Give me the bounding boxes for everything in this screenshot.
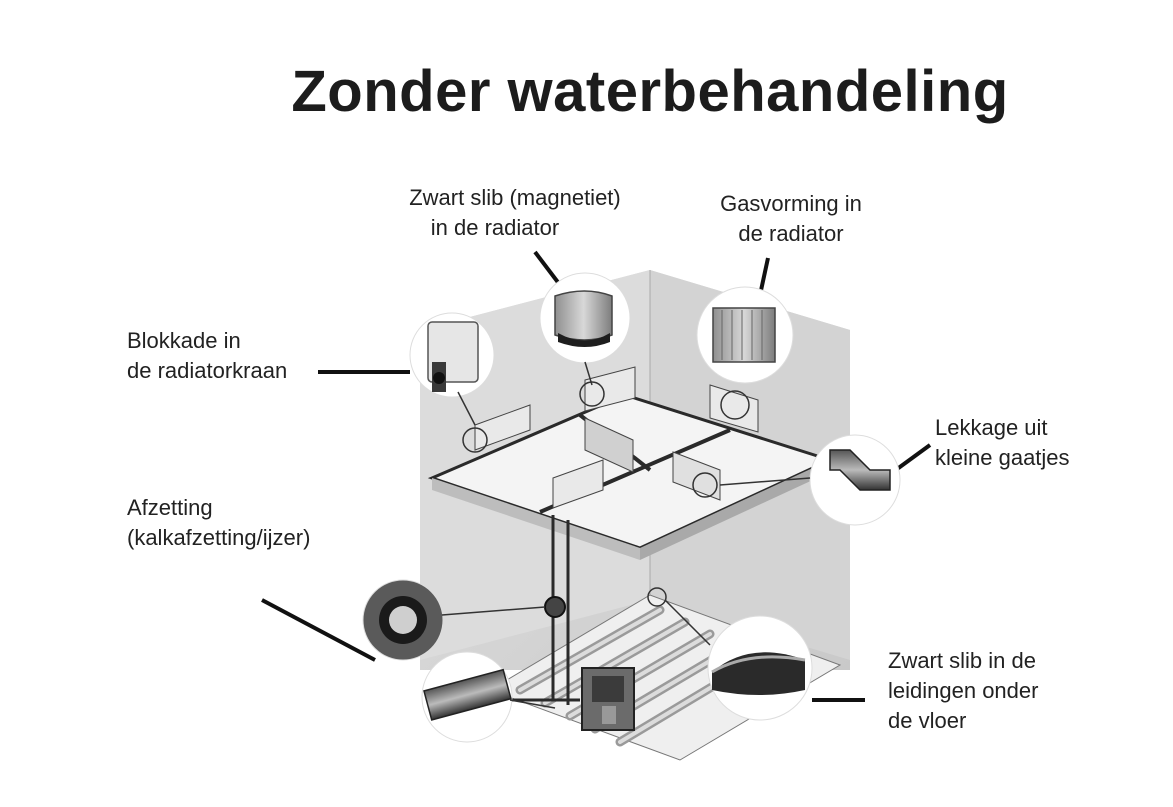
label-valve: Blokkade in de radiatorkraan xyxy=(127,326,287,386)
callout-gas xyxy=(696,257,794,384)
callout-deposit xyxy=(261,579,556,743)
label-deposit-line2: (kalkafzetting/ijzer) xyxy=(127,525,311,550)
callout-leak xyxy=(719,434,932,526)
label-floor-sludge-line2: leidingen onder xyxy=(888,678,1039,703)
label-deposit: Afzetting (kalkafzetting/ijzer) xyxy=(127,493,310,553)
label-floor-sludge: Zwart slib in de leidingen onder de vloe… xyxy=(888,646,1038,736)
callout-floor-sludge xyxy=(664,599,865,721)
label-leak-line2: kleine gaatjes xyxy=(935,445,1070,470)
label-gas: Gasvorming in de radiator xyxy=(710,189,872,249)
label-valve-line1: Blokkade in xyxy=(127,328,241,353)
label-gas-line1: Gasvorming in xyxy=(720,191,862,216)
deposit-marker xyxy=(544,596,566,618)
label-valve-line2: de radiatorkraan xyxy=(127,358,288,383)
page-title: Zonder waterbehandeling xyxy=(291,59,1009,124)
label-deposit-line1: Afzetting xyxy=(127,495,213,520)
label-leak-line1: Lekkage uit xyxy=(935,415,1048,440)
label-leak: Lekkage uit kleine gaatjes xyxy=(935,413,1070,473)
label-floor-sludge-line3: de vloer xyxy=(888,708,967,733)
callout-magnetite xyxy=(533,250,631,386)
upper-radiators xyxy=(462,366,759,509)
boiler xyxy=(581,667,635,731)
label-floor-sludge-line1: Zwart slib in de xyxy=(888,648,1036,673)
label-magnetite-line1: Zwart slib (magnetiet) xyxy=(409,185,621,210)
floor-marker xyxy=(647,587,667,607)
callout-valve xyxy=(318,312,495,426)
label-magnetite-line2: in de radiator xyxy=(430,215,560,240)
label-magnetite: Zwart slib (magnetiet) in de radiator xyxy=(390,183,640,243)
label-gas-line2: de radiator xyxy=(738,221,844,246)
